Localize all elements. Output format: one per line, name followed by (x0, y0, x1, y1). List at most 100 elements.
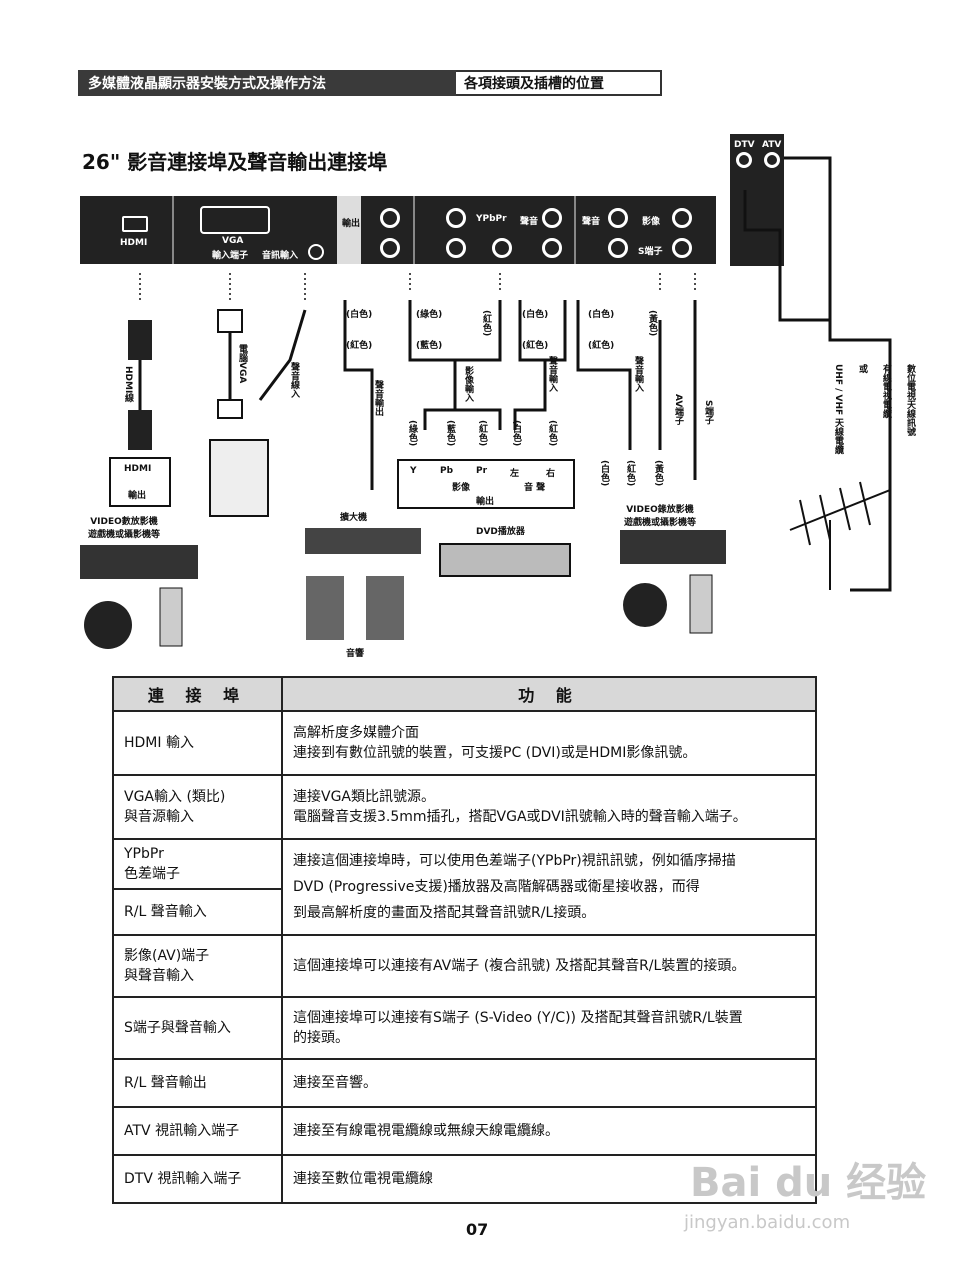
vga-cable-label: 電腦VGA (237, 344, 247, 384)
audio-label-2: 聲音 (582, 217, 601, 227)
port-column-header: 連 接 埠 (112, 676, 283, 712)
port-cell: S端子與聲音輸入 (112, 996, 283, 1060)
blue-label-2: (藍色) (445, 420, 455, 447)
red-label-7: (紅色) (625, 460, 635, 487)
speaker-label: 音響 (346, 649, 365, 659)
function-cell: 這個連接埠可以連接有AV端子 (複合訊號) 及搭配其聲音R/L裝置的接頭。 (281, 934, 817, 998)
table-row: R/L 聲音輸出 連接至音響。 (112, 1058, 817, 1108)
port-cell: DTV 視訊輸入端子 (112, 1154, 283, 1204)
table-row: R/L 聲音輸入 (112, 888, 816, 936)
jack-icon (492, 238, 512, 258)
amplifier-label: 擴大機 (340, 513, 368, 523)
jack-icon (608, 238, 628, 258)
table-row: HDMI 輸入 高解析度多媒體介面 連接到有數位訊號的裝置，可支援PC (DVI… (112, 710, 817, 776)
yellow-label-2: (黃色) (653, 460, 663, 487)
hdmi-port-label: HDMI (120, 238, 148, 248)
connection-diagram (80, 156, 892, 649)
audio-jack-icon (308, 244, 324, 260)
output-label: 輸出 (342, 219, 361, 229)
table-row: 影像(AV)端子 與聲音輸入 這個連接埠可以連接有AV端子 (複合訊號) 及搭配… (112, 934, 817, 998)
dtv-jack-icon (736, 152, 752, 168)
atv-label: ATV (762, 140, 782, 150)
table-row: VGA輸入 (類比) 與音源輸入 連接VGA類比訊號源。 電腦聲音支援3.5mm… (112, 774, 817, 840)
antenna-signal-label: 數位電視天線訊號 有線電視電纜 或 UHF / VHF 天線電纜 (833, 364, 915, 455)
av-terminal-label: AV端子 (673, 394, 683, 426)
jack-icon (542, 208, 562, 228)
port-function-table: 連 接 埠 功 能 HDMI 輸入 高解析度多媒體介面 連接到有數位訊號的裝置，… (112, 676, 817, 1204)
table-row: S端子與聲音輸入 這個連接埠可以連接有S端子 (S-Video (Y/C)) 及… (112, 996, 817, 1060)
green-label-2: (綠色) (407, 420, 417, 447)
audio-input-label: 音訊輸入 (262, 251, 299, 261)
jack-icon (608, 208, 628, 228)
function-column-header: 功 能 (281, 676, 817, 712)
dvd-output-label: 輸出 (476, 497, 495, 507)
jack-icon (542, 238, 562, 258)
red-label-6: (紅色) (547, 420, 557, 447)
hdmi-out-label: HDMI (124, 464, 152, 474)
blue-label: (藍色) (416, 341, 443, 351)
connector-panel: HDMI VGA 輸入端子 音訊輸入 輸出 YPbPr 聲音 聲音 影像 S端子 (80, 196, 716, 264)
function-cell: 連接至音響。 (281, 1058, 817, 1108)
jack-icon (446, 208, 466, 228)
white-label-5: (白色) (599, 460, 609, 487)
dvd-y-label: Y (410, 466, 417, 476)
port-cell: HDMI 輸入 (112, 710, 283, 776)
hdmi-port-icon (122, 216, 148, 232)
white-label-4: (白色) (511, 420, 521, 447)
jack-icon (380, 208, 400, 228)
jack-icon (672, 208, 692, 228)
header-left: 多媒體液晶顯示器安裝方式及操作方法 (78, 70, 456, 96)
dvd-player-label: DVD播放器 (476, 527, 525, 537)
red-label-4: (紅色) (588, 341, 615, 351)
white-label-3: (白色) (588, 310, 615, 320)
red-label-3: (紅色) (522, 341, 549, 351)
green-label: (綠色) (416, 310, 443, 320)
audio-input-label-3: 聲音輸入 (633, 356, 643, 392)
dvd-pr-label: Pr (476, 466, 488, 476)
table-row: ATV 視訊輸入端子 連接至有線電視電纜線或無線天線電纜線。 (112, 1106, 817, 1156)
port-cell: R/L 聲音輸出 (112, 1058, 283, 1108)
table-row: YPbPr 色差端子 連接這個連接埠時，可以使用色差端子(YPbPr)視訊訊號，… (112, 838, 817, 936)
white-label-2: (白色) (522, 310, 549, 320)
hdmi-out-output-label: 輸出 (128, 491, 147, 501)
port-cell: 影像(AV)端子 與聲音輸入 (112, 934, 283, 998)
atv-jack-icon (764, 152, 780, 168)
dtv-label: DTV (734, 140, 755, 150)
s-terminal-label: S端子 (638, 247, 663, 257)
port-cell: ATV 視訊輸入端子 (112, 1106, 283, 1156)
table-row: DTV 視訊輸入端子 連接至數位電視電纜線 (112, 1154, 817, 1204)
watermark-logo: Bai du 经验 (690, 1160, 927, 1206)
jack-icon (380, 238, 400, 258)
s-terminal-label-2: S端子 (703, 400, 713, 425)
antenna-panel: DTV ATV (730, 134, 784, 266)
port-cell: YPbPr 色差端子 (112, 838, 283, 890)
red-label: (紅色) (346, 341, 373, 351)
audio-label: 聲音 (520, 217, 539, 227)
audio-input-label-2: 聲音輸入 (547, 356, 557, 392)
dvd-video-label: 影像 (452, 483, 471, 493)
function-cell: 連接至有線電視電纜線或無線天線電纜線。 (281, 1106, 817, 1156)
header-right: 各項接頭及插槽的位置 (456, 70, 662, 96)
watermark-url: jingyan.baidu.com (684, 1212, 851, 1233)
vga-port-label: VGA (222, 236, 244, 246)
page-number: 07 (466, 1220, 489, 1239)
ypbpr-label: YPbPr (476, 214, 507, 224)
function-cell: 連接至數位電視電纜線 (281, 1154, 817, 1204)
red-label-5: (紅色) (477, 420, 487, 447)
dvd-right-label: 右 (546, 469, 556, 479)
yellow-label: (黃色) (647, 310, 657, 337)
video-input-label: 影像輸入 (463, 366, 473, 402)
dvd-left-label: 左 (510, 469, 520, 479)
dvd-audio-label: 音 聲 (524, 483, 546, 493)
function-cell: 高解析度多媒體介面 連接到有數位訊號的裝置，可支援PC (DVI)或是HDMI影… (281, 710, 817, 776)
function-cell: 連接這個連接埠時，可以使用色差端子(YPbPr)視訊訊號，例如循序掃描 DVD … (281, 838, 817, 936)
jack-icon (446, 238, 466, 258)
port-cell: R/L 聲音輸入 (112, 888, 283, 936)
vcr-caption: VIDEO錄放影機 遊戲機或攝影機等 (624, 505, 697, 528)
port-cell: VGA輸入 (類比) 與音源輸入 (112, 774, 283, 840)
vga-input-label: 輸入端子 (212, 251, 249, 261)
dvd-pb-label: Pb (440, 466, 454, 476)
function-cell: 這個連接埠可以連接有S端子 (S-Video (Y/C)) 及搭配其聲音訊號R/… (281, 996, 817, 1060)
audio-cable-label: 聲音線入 (289, 362, 299, 398)
function-cell: 連接VGA類比訊號源。 電腦聲音支援3.5mm插孔，搭配VGA或DVI訊號輸入時… (281, 774, 817, 840)
